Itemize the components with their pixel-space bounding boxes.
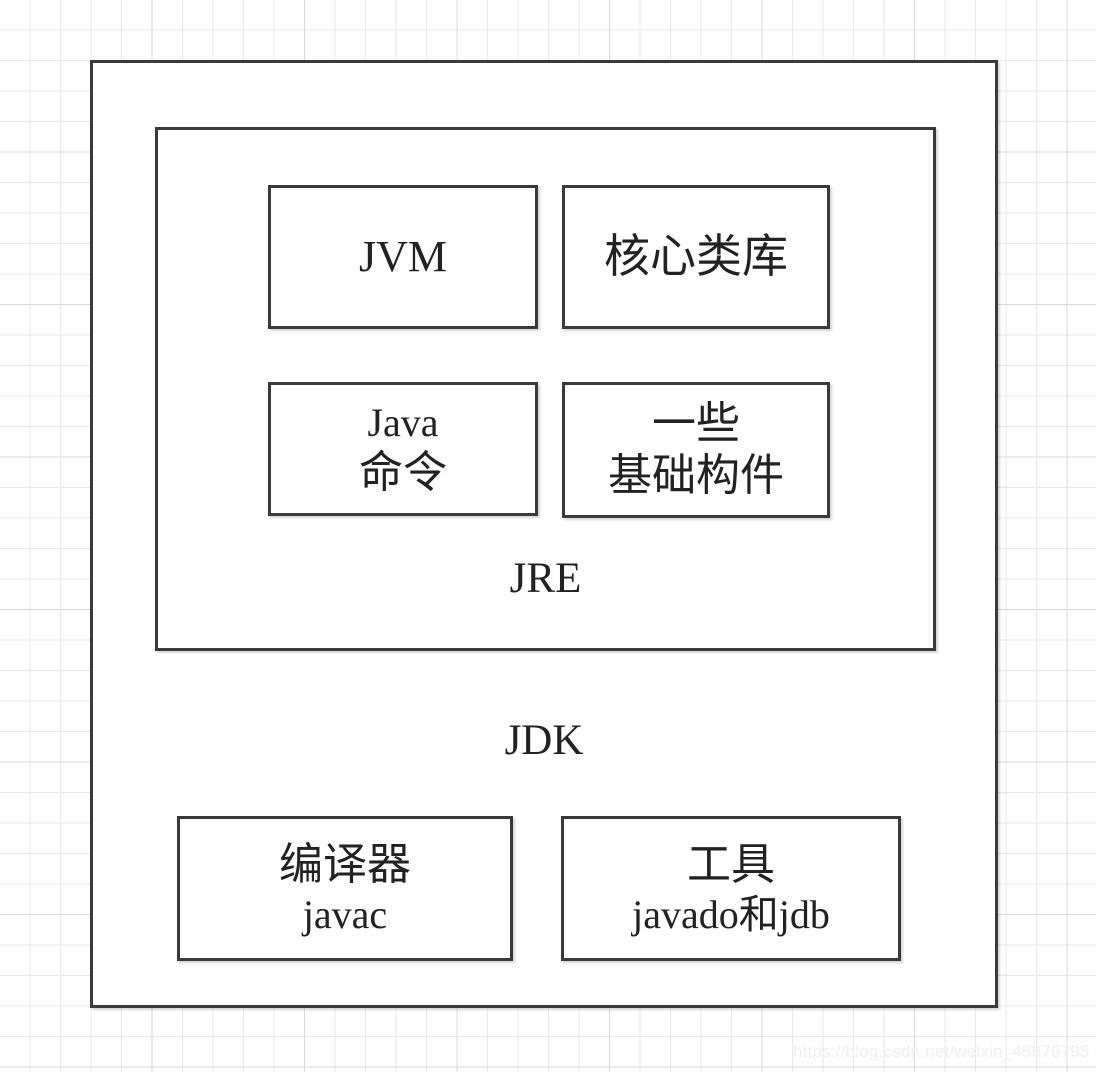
jvm-box-label: JVM [358, 232, 448, 282]
jvm-box: JVM [268, 185, 538, 329]
tools-box: 工具 javado和jdb [561, 816, 901, 961]
java-command-box: Java 命令 [268, 382, 538, 516]
tools-box-label-line2: javado和jdb [632, 891, 830, 937]
jre-container-box: JVM 核心类库 Java 命令 一些 基础构件 JRE [155, 127, 936, 651]
java-command-box-label-line2: 命令 [359, 447, 447, 497]
base-component-box-label-line1: 一些 [652, 399, 740, 449]
jdk-container-box: JVM 核心类库 Java 命令 一些 基础构件 JRE JDK 编译器 [90, 60, 998, 1008]
compiler-box: 编译器 javac [177, 816, 513, 961]
jre-container-label: JRE [509, 555, 582, 602]
base-component-box: 一些 基础构件 [562, 382, 830, 518]
base-component-box-label-line2: 基础构件 [608, 451, 784, 500]
java-command-box-label-line1: Java [367, 400, 439, 446]
core-library-box: 核心类库 [562, 185, 830, 329]
core-library-box-label: 核心类库 [604, 230, 788, 282]
tools-box-label-line1: 工具 [687, 839, 775, 889]
compiler-box-label-line2: javac [302, 891, 388, 937]
compiler-box-label-line1: 编译器 [279, 839, 411, 889]
watermark-text: https://blog.csdn.net/weixin_45876795 [793, 1042, 1090, 1061]
jdk-container-label: JDK [504, 717, 584, 764]
